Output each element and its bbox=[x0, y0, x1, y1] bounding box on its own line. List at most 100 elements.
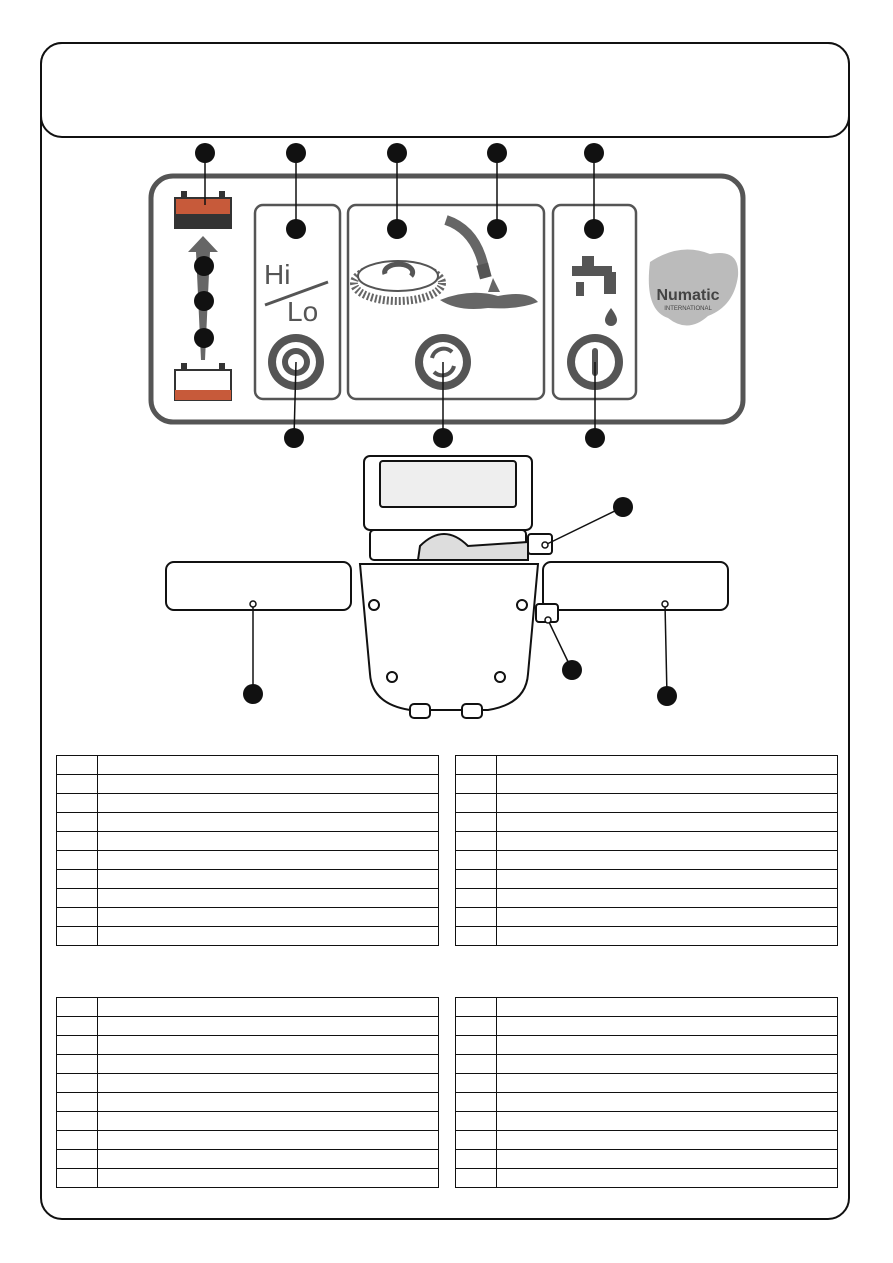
speed-section bbox=[253, 203, 342, 401]
speed-low-label: Lo bbox=[287, 296, 318, 327]
part-number-cell bbox=[56, 1054, 98, 1074]
part-description-cell bbox=[97, 812, 439, 832]
table-row bbox=[56, 774, 439, 794]
callout-dot bbox=[286, 219, 306, 239]
part-number-cell bbox=[56, 997, 98, 1017]
part-number-cell bbox=[56, 869, 98, 889]
part-number-cell bbox=[56, 793, 98, 813]
table-row bbox=[455, 926, 838, 946]
part-description-cell bbox=[97, 755, 439, 775]
speed-high-label: Hi bbox=[264, 259, 290, 290]
part-number-cell bbox=[56, 812, 98, 832]
table-row bbox=[56, 926, 439, 946]
callout-dot bbox=[194, 256, 214, 276]
part-number-cell bbox=[56, 1035, 98, 1055]
part-description-cell bbox=[496, 1035, 838, 1055]
callout-dot bbox=[194, 291, 214, 311]
table-row bbox=[455, 1130, 838, 1150]
battery-empty-icon bbox=[174, 363, 232, 401]
part-description-cell bbox=[496, 850, 838, 870]
part-description-cell bbox=[496, 1054, 838, 1074]
table-row bbox=[455, 774, 838, 794]
part-number-cell bbox=[56, 888, 98, 908]
table-row bbox=[455, 888, 838, 908]
callout-dot bbox=[585, 428, 605, 448]
part-number-cell bbox=[455, 1130, 497, 1150]
part-number-cell bbox=[455, 1168, 497, 1188]
part-description-cell bbox=[97, 774, 439, 794]
part-description-cell bbox=[97, 1016, 439, 1036]
table-row bbox=[56, 907, 439, 927]
table-row bbox=[455, 1168, 838, 1188]
table-row bbox=[455, 1073, 838, 1093]
part-number-cell bbox=[455, 926, 497, 946]
table-row bbox=[455, 907, 838, 927]
part-description-cell bbox=[496, 1168, 838, 1188]
table-row bbox=[455, 1092, 838, 1112]
part-number-cell bbox=[455, 997, 497, 1017]
table-row bbox=[56, 755, 439, 775]
table-row bbox=[56, 1073, 439, 1093]
part-description-cell bbox=[97, 888, 439, 908]
table-row bbox=[56, 1130, 439, 1150]
parts-table-bottom-left bbox=[56, 997, 439, 1188]
part-number-cell bbox=[56, 926, 98, 946]
part-description-cell bbox=[496, 793, 838, 813]
part-number-cell bbox=[56, 831, 98, 851]
part-description-cell bbox=[496, 774, 838, 794]
part-number-cell bbox=[455, 1035, 497, 1055]
table-row bbox=[56, 850, 439, 870]
table-row bbox=[56, 1168, 439, 1188]
part-description-cell bbox=[496, 926, 838, 946]
callout-dot bbox=[584, 219, 604, 239]
part-description-cell bbox=[496, 1130, 838, 1150]
numatic-logo: Numatic INTERNATIONAL bbox=[648, 249, 739, 326]
part-number-cell bbox=[455, 888, 497, 908]
part-number-cell bbox=[56, 755, 98, 775]
part-number-cell bbox=[56, 1092, 98, 1112]
header-box bbox=[40, 42, 850, 138]
part-number-cell bbox=[56, 1073, 98, 1093]
table-row bbox=[56, 1149, 439, 1169]
table-row bbox=[455, 755, 838, 775]
part-description-cell bbox=[97, 1111, 439, 1131]
part-description-cell bbox=[97, 1130, 439, 1150]
part-number-cell bbox=[56, 1149, 98, 1169]
callout-dot bbox=[195, 143, 215, 163]
part-description-cell bbox=[496, 812, 838, 832]
logo-brand-text: Numatic bbox=[656, 287, 719, 304]
parts-table-top-left bbox=[56, 755, 439, 946]
part-description-cell bbox=[97, 1149, 439, 1169]
callout-dot bbox=[284, 428, 304, 448]
table-row bbox=[56, 1035, 439, 1055]
part-description-cell bbox=[97, 850, 439, 870]
part-description-cell bbox=[496, 755, 838, 775]
part-description-cell bbox=[97, 869, 439, 889]
table-row bbox=[56, 812, 439, 832]
part-number-cell bbox=[455, 812, 497, 832]
table-row bbox=[455, 1054, 838, 1074]
table-row bbox=[455, 997, 838, 1017]
table-row bbox=[455, 850, 838, 870]
part-number-cell bbox=[455, 755, 497, 775]
battery-full-icon bbox=[174, 191, 232, 229]
callout-dot bbox=[657, 686, 677, 706]
callout-dot bbox=[387, 219, 407, 239]
part-number-cell bbox=[56, 850, 98, 870]
table-row bbox=[455, 1035, 838, 1055]
part-number-cell bbox=[455, 1111, 497, 1131]
part-number-cell bbox=[56, 1016, 98, 1036]
part-number-cell bbox=[455, 1073, 497, 1093]
callout-dot bbox=[613, 497, 633, 517]
parts-table-top-right bbox=[455, 755, 838, 946]
brush-section bbox=[346, 203, 546, 401]
handle-assembly-drawing bbox=[165, 455, 729, 719]
part-description-cell bbox=[97, 926, 439, 946]
part-number-cell bbox=[455, 793, 497, 813]
part-number-cell bbox=[455, 907, 497, 927]
table-row bbox=[56, 869, 439, 889]
parts-table-bottom-right bbox=[455, 997, 838, 1188]
part-description-cell bbox=[97, 1073, 439, 1093]
part-description-cell bbox=[496, 888, 838, 908]
part-description-cell bbox=[97, 793, 439, 813]
